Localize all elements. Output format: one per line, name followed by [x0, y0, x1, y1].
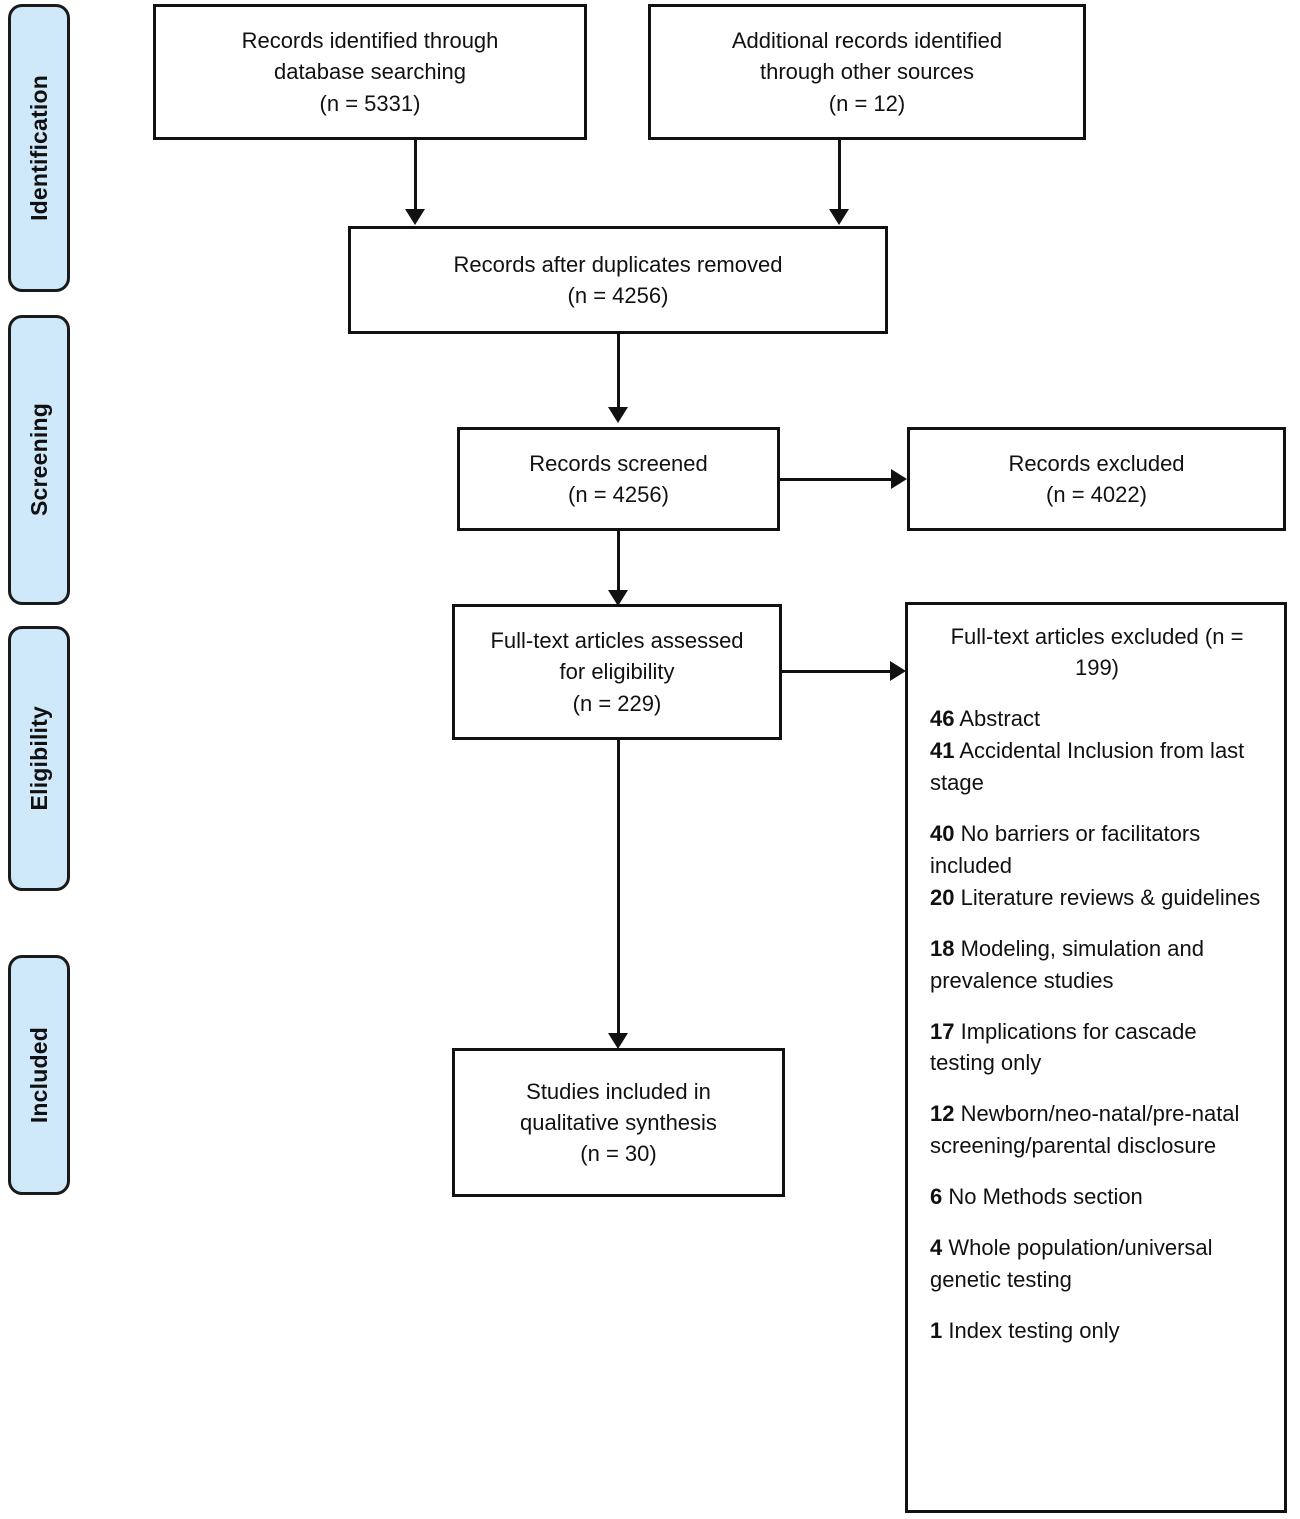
exclusion-reason: Whole population/universal genetic testi…: [930, 1235, 1213, 1292]
connector-after-duplicates-down: [617, 334, 620, 410]
exclusion-reason: Index testing only: [942, 1317, 1120, 1343]
box-database-search: Records identified through database sear…: [153, 4, 587, 140]
exclusion-count: 17: [930, 1018, 955, 1044]
exclusion-reason: Modeling, simulation and prevalence stud…: [930, 935, 1204, 993]
phase-included-label: Included: [25, 1026, 52, 1124]
exclusion-reason-item: 17 Implications for cascade testing only: [930, 1016, 1264, 1080]
exclusion-reason: Newborn/neo-natal/pre-natal screening/pa…: [930, 1101, 1240, 1159]
phase-eligibility: Eligibility: [8, 626, 70, 891]
phase-eligibility-label: Eligibility: [25, 706, 52, 811]
exclusion-count: 4: [930, 1235, 943, 1261]
exclusion-reason-item: 18 Modeling, simulation and prevalence s…: [930, 933, 1264, 997]
box-records-screened: Records screened (n = 4256): [457, 427, 780, 531]
exclusion-count: 41: [930, 738, 955, 764]
exclusion-reason-item: 12 Newborn/neo-natal/pre-natal screening…: [930, 1098, 1264, 1162]
box-studies-included-text: Studies included in qualitative synthesi…: [520, 1078, 717, 1167]
box-records-excluded-text: Records excluded (n = 4022): [1008, 450, 1185, 507]
phase-identification: Identification: [8, 4, 70, 292]
box-other-sources-text: Additional records identified through ot…: [731, 28, 1003, 116]
phase-included: Included: [8, 955, 70, 1195]
exclusion-count: 1: [930, 1317, 943, 1343]
exclusion-count: 12: [930, 1101, 955, 1127]
connector-other-sources-down: [838, 140, 841, 212]
phase-screening: Screening: [8, 315, 70, 605]
exclusion-reason-item: 20 Literature reviews & guidelines: [930, 882, 1264, 914]
exclusion-count: 40: [930, 821, 955, 847]
exclusion-reason-item: 6 No Methods section: [930, 1181, 1264, 1213]
exclusion-reason-item: 41 Accidental Inclusion from last stage: [930, 735, 1264, 799]
arrowhead-records-excluded: [891, 469, 907, 489]
connector-records-screened-down: [617, 531, 620, 593]
box-fulltext-excluded-reasons: Full-text articles excluded (n = 199) 46…: [905, 602, 1287, 1513]
exclusion-reason-item: 40 No barriers or facilitators included: [930, 818, 1264, 882]
connector-records-excluded-right: [780, 478, 893, 481]
connector-fulltext-excluded-right: [782, 670, 892, 673]
connector-database-search-down: [414, 140, 417, 212]
arrowhead-studies-included: [608, 1033, 628, 1049]
arrowhead-fulltext-assessed: [608, 590, 628, 606]
exclusion-count: 20: [930, 884, 955, 910]
exclusion-reason-item: 46 Abstract: [930, 703, 1264, 735]
exclusion-reason: No barriers or facilitators included: [930, 821, 1201, 879]
box-fulltext-assessed: Full-text articles assessed for eligibil…: [452, 604, 782, 740]
exclusion-reason: No Methods section: [942, 1184, 1143, 1210]
exclusion-reason: Abstract: [954, 706, 1041, 732]
box-fulltext-assessed-text: Full-text articles assessed for eligibil…: [490, 628, 744, 716]
box-after-duplicates: Records after duplicates removed (n = 42…: [348, 226, 888, 334]
exclusion-reason: Literature reviews & guidelines: [954, 884, 1261, 910]
box-other-sources: Additional records identified through ot…: [648, 4, 1086, 140]
exclusions-title: Full-text articles excluded (n = 199): [950, 624, 1244, 681]
exclusion-reason: Implications for cascade testing only: [930, 1018, 1197, 1076]
exclusion-count: 6: [930, 1184, 943, 1210]
box-records-screened-text: Records screened (n = 4256): [529, 450, 708, 507]
exclusion-reason-item: 4 Whole population/universal genetic tes…: [930, 1232, 1264, 1296]
arrowhead-database-search: [405, 209, 425, 225]
phase-screening-label: Screening: [25, 403, 52, 517]
exclusion-count: 46: [930, 706, 955, 732]
exclusion-reason-item: 1 Index testing only: [930, 1315, 1264, 1347]
exclusion-reason: Accidental Inclusion from last stage: [930, 738, 1245, 796]
phase-identification-label: Identification: [25, 75, 52, 221]
box-database-search-text: Records identified through database sear…: [241, 28, 499, 116]
arrowhead-records-screened: [608, 407, 628, 423]
arrowhead-fulltext-excluded: [890, 661, 906, 681]
box-after-duplicates-text: Records after duplicates removed (n = 42…: [453, 251, 783, 308]
connector-fulltext-assessed-down: [617, 740, 620, 1036]
exclusion-count: 18: [930, 935, 955, 961]
box-studies-included: Studies included in qualitative synthesi…: [452, 1048, 785, 1197]
arrowhead-other-sources: [829, 209, 849, 225]
box-records-excluded: Records excluded (n = 4022): [907, 427, 1286, 531]
